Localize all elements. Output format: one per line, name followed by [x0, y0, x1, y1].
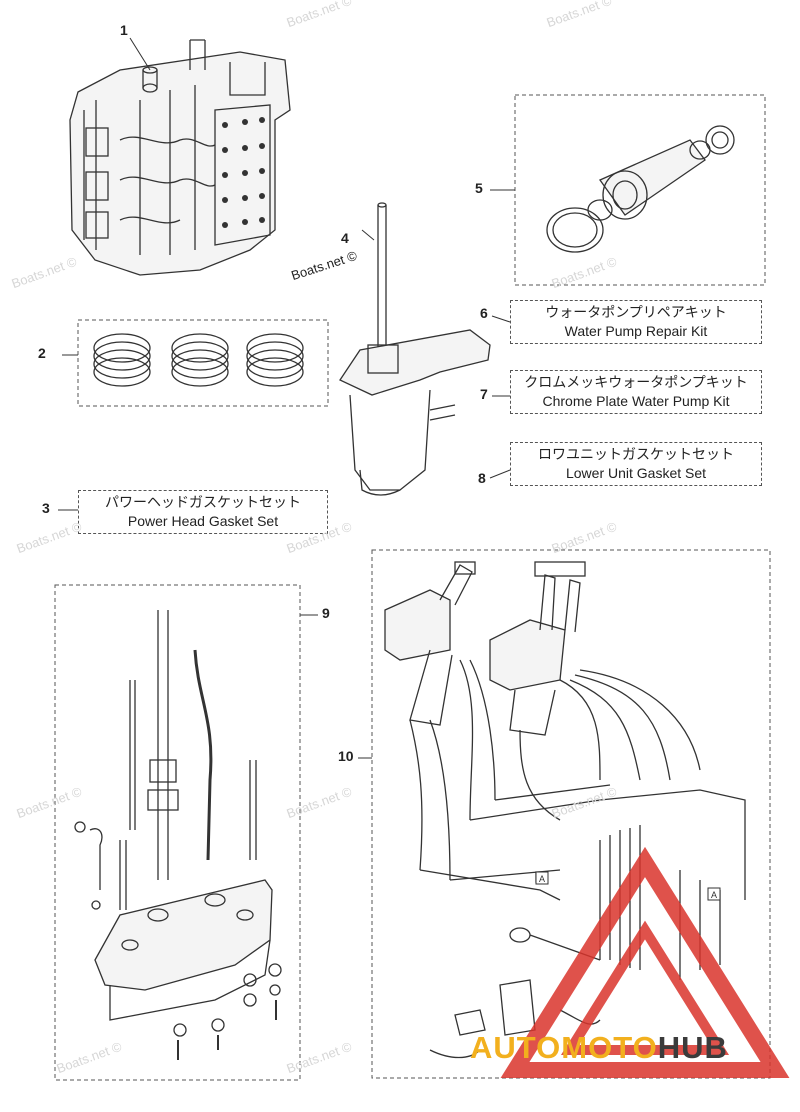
brand-part1: AUTOMOTO: [470, 1030, 658, 1065]
label-8-en: Lower Unit Gasket Set: [565, 465, 707, 481]
callout-3: 3: [42, 500, 50, 516]
callout-2: 2: [38, 345, 46, 361]
label-6-jp: ウォータポンプリペアキット: [545, 304, 727, 320]
drive-shaft-kit-drawing: [54, 584, 318, 1081]
callout-6: 6: [480, 305, 488, 321]
lower-unit-drawing: [339, 202, 491, 496]
label-3-jp: パワーヘッドガスケットセット: [105, 494, 301, 510]
callout-4: 4: [341, 230, 349, 246]
marker-a-2: A: [711, 890, 717, 900]
brand-triangle: [500, 846, 790, 1078]
label-power-head-gasket-set: パワーヘッドガスケットセット Power Head Gasket Set: [78, 490, 328, 534]
label-8-jp: ロワユニットガスケットセット: [538, 446, 734, 462]
gasket-rings-drawing: [62, 319, 329, 407]
label-lower-unit-gasket-set: ロワユニットガスケットセット Lower Unit Gasket Set: [510, 442, 762, 486]
callout-5: 5: [475, 180, 483, 196]
callout-1: 1: [120, 22, 128, 38]
marker-a-1: A: [539, 874, 545, 884]
water-pump-drawing: [490, 94, 766, 286]
label-7-en: Chrome Plate Water Pump Kit: [542, 393, 730, 409]
label-water-pump-repair-kit: ウォータポンプリペアキット Water Pump Repair Kit: [510, 300, 762, 344]
power-head-drawing: [69, 37, 291, 276]
remote-control-drawing: [358, 549, 771, 1079]
label-7-jp: クロムメッキウォータポンプキット: [524, 374, 748, 390]
label-chrome-plate-water-pump-kit: クロムメッキウォータポンプキット Chrome Plate Water Pump…: [510, 370, 762, 414]
brand-logo: AUTOMOTOHUB: [470, 1030, 728, 1066]
label-6-en: Water Pump Repair Kit: [564, 323, 708, 339]
callout-8: 8: [478, 470, 486, 486]
callout-10: 10: [338, 748, 354, 764]
brand-part2: HUB: [657, 1030, 728, 1065]
callout-9: 9: [322, 605, 330, 621]
label-3-en: Power Head Gasket Set: [127, 513, 279, 529]
callout-7: 7: [480, 386, 488, 402]
